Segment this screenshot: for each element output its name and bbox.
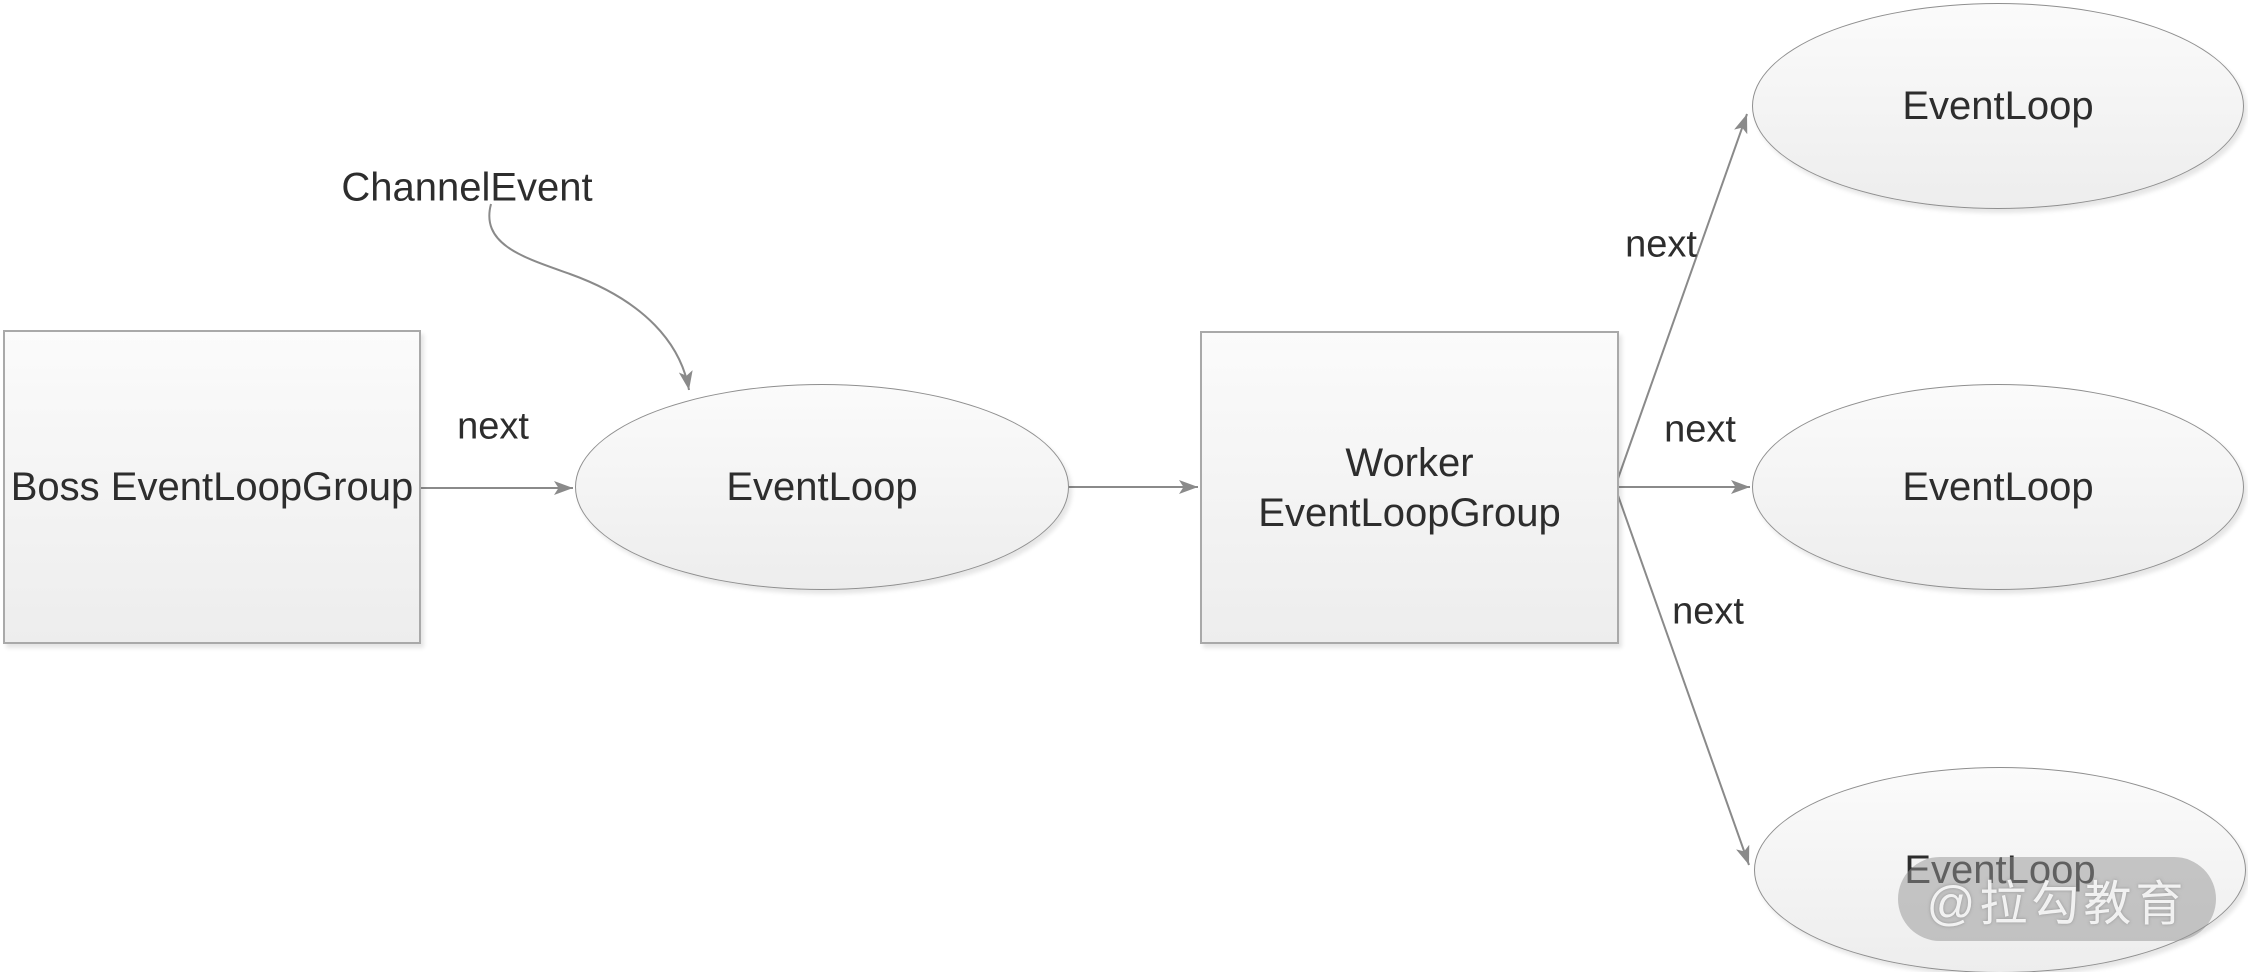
node-boss-eventloopgroup: Boss EventLoopGroup [3, 330, 421, 644]
edge-label-next-boss: next [457, 405, 529, 448]
edge-label-next-top: next [1625, 223, 1697, 266]
edge-worker-to-eventloop-top [1614, 113, 1748, 488]
node-eventloop-top: EventLoop [1752, 3, 2244, 209]
watermark-badge: @拉勾教育 [1898, 857, 2216, 941]
annotation-curve-arrow [488, 203, 693, 391]
node-label: Boss EventLoopGroup [10, 465, 414, 509]
node-worker-eventloopgroup: Worker EventLoopGroup [1200, 331, 1619, 644]
node-label: EventLoop [726, 465, 918, 509]
node-label: EventLoop [1902, 84, 2094, 128]
edge-label-next-bottom: next [1672, 590, 1744, 633]
annotation-channelevent-label: ChannelEvent [341, 165, 593, 210]
node-label: EventLoop [1902, 465, 2094, 509]
node-eventloop-mid: EventLoop [1752, 384, 2244, 590]
edge-label-next-mid: next [1664, 408, 1736, 451]
watermark-text: @拉勾教育 [1926, 878, 2188, 931]
node-eventloop-main: EventLoop [575, 384, 1069, 590]
node-label: Worker EventLoopGroup [1258, 440, 1561, 535]
edge-worker-to-eventloop-bottom [1614, 486, 1750, 866]
